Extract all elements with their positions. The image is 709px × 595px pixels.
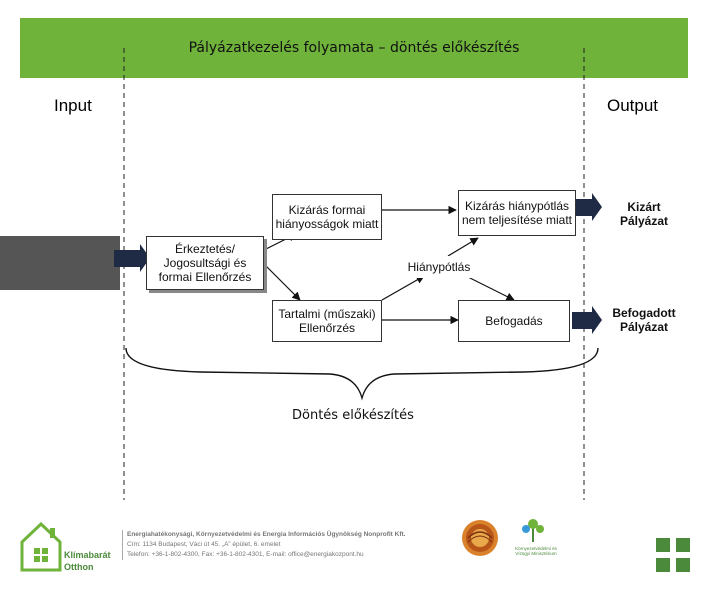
kizaras-formai-box: Kizárás formai hiányosságok miatt (272, 194, 382, 240)
footer-org-name: Energiahatékonysági, Környezetvédelmi és… (127, 531, 406, 538)
output-label: Output (607, 96, 659, 115)
input-block (0, 236, 120, 290)
kizart-block-arrow (572, 193, 602, 221)
arrow-to-hianypotlas (381, 275, 425, 301)
brace-label: Döntés előkészítés (292, 408, 414, 423)
seal-logo-icon (462, 520, 498, 556)
befogadott-block-arrow (572, 306, 602, 334)
erkeztetes-box: Érkeztetés/ Jogosultsági és formai Ellen… (146, 236, 264, 290)
hianypotlas-box: Hiánypótlás (404, 256, 474, 278)
arrow-hianypotlas-to-befogadas (465, 275, 515, 301)
input-label: Input (54, 96, 92, 115)
arrow-to-tartalmi (263, 263, 301, 301)
house-logo-icon (20, 522, 62, 572)
kizart-palyazat-label: Kizárt Pályázat (619, 200, 669, 228)
befogadas-box: Befogadás (458, 300, 570, 342)
brace-shape (125, 347, 599, 401)
logo-text-line2: Otthon (64, 562, 94, 572)
footer-contact: Telefon: +36-1-802-4300, Fax: +36-1-802-… (127, 551, 364, 558)
kizaras-hianypotlas-box: Kizárás hiánypótlás nem teljesítése miat… (458, 190, 576, 236)
ministry-label: Környezetvédelmi és Vízügyi Minisztérium (515, 546, 557, 556)
header-banner (20, 18, 688, 78)
befogadott-palyazat-label: Befogadott Pályázat (612, 306, 676, 334)
input-block-arrow (114, 244, 150, 272)
ministry-logo-icon (522, 519, 544, 542)
arrow-hianypotlas-to-kizaras (447, 237, 479, 257)
page-title: Pályázatkezelés folyamata – döntés előké… (188, 40, 520, 56)
grid-squares-icon (656, 538, 690, 572)
footer-address: Cím: 1134 Budapest, Váci út 45. „A” épül… (127, 541, 281, 548)
footer-contact-block: Energiahatékonysági, Környezetvédelmi és… (122, 530, 405, 560)
tartalmi-box: Tartalmi (műszaki) Ellenőrzés (272, 300, 382, 342)
logo-text-line1: Klímabarát (64, 550, 111, 560)
